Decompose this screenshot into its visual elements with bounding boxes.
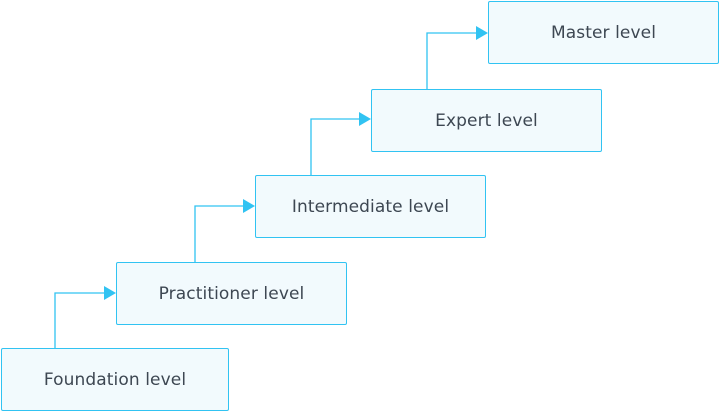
arrow-head-icon	[104, 286, 116, 300]
level-box-foundation: Foundation level	[1, 348, 229, 411]
connector-practitioner-to-intermediate	[194, 205, 245, 262]
level-box-master: Master level	[488, 1, 719, 64]
level-label-master: Master level	[550, 22, 657, 43]
level-box-intermediate: Intermediate level	[255, 175, 486, 238]
connector-foundation-to-practitioner	[54, 292, 106, 348]
arrow-head-icon	[243, 199, 255, 213]
level-label-practitioner: Practitioner level	[158, 283, 305, 304]
level-label-intermediate: Intermediate level	[291, 196, 450, 217]
arrow-head-icon	[359, 112, 371, 126]
connector-intermediate-to-expert	[310, 118, 361, 175]
level-box-practitioner: Practitioner level	[116, 262, 347, 325]
connector-expert-to-master	[426, 32, 478, 89]
level-label-expert: Expert level	[435, 110, 538, 131]
arrow-head-icon	[476, 26, 488, 40]
level-box-expert: Expert level	[371, 89, 602, 152]
level-label-foundation: Foundation level	[43, 369, 187, 390]
